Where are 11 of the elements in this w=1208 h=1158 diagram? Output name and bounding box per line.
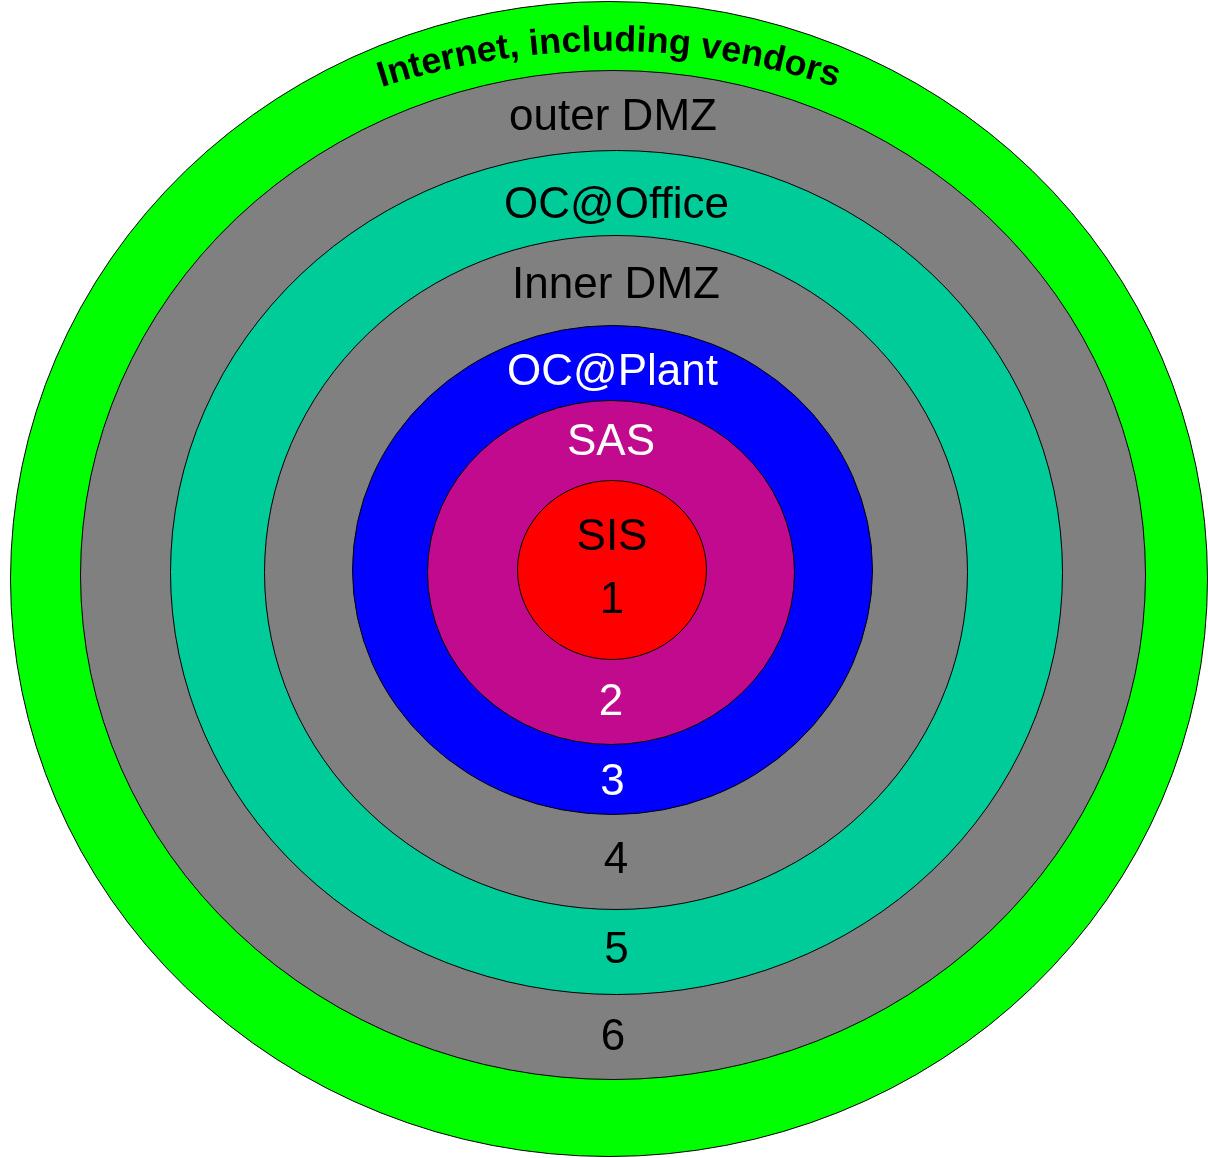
zone-title: SIS — [576, 510, 648, 560]
zone-title: SAS — [567, 415, 655, 465]
zone-number: 2 — [598, 675, 624, 725]
zone-number: 3 — [600, 755, 625, 805]
zone-number: 1 — [599, 573, 625, 623]
zone-number: 6 — [600, 1010, 626, 1060]
zone-number: 4 — [603, 833, 629, 883]
zone-title: OC@Plant — [507, 345, 718, 395]
zone-title: OC@Office — [504, 178, 729, 228]
zone-title: Inner DMZ — [512, 258, 720, 308]
zone-number: 5 — [604, 923, 629, 973]
